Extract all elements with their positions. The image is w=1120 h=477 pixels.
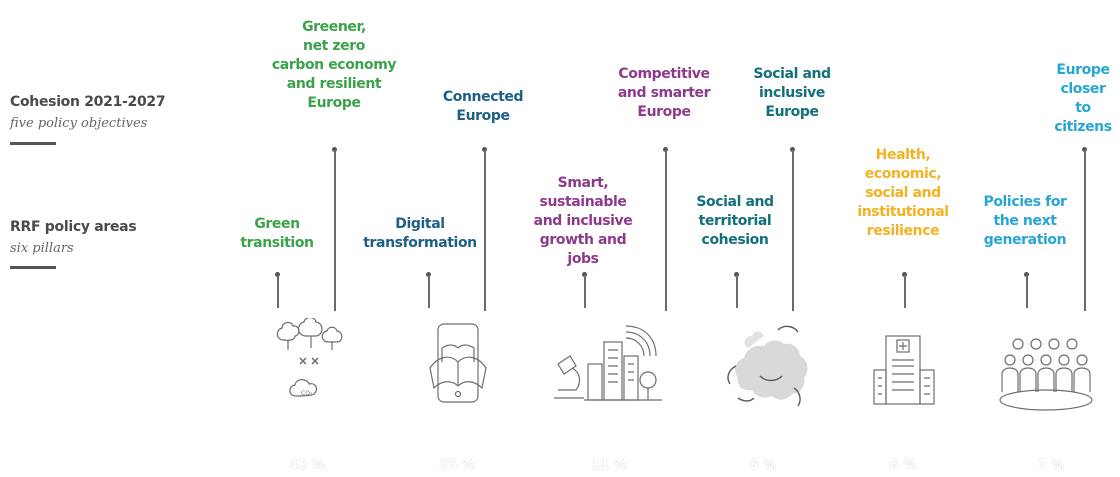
forest-co2-icon: CO₂ bbox=[268, 318, 354, 408]
cohesion-legend-subtitle: five policy objectives bbox=[10, 116, 148, 131]
tablet-book-icon bbox=[424, 318, 494, 408]
pillar-label-digital: Digital transformation bbox=[363, 216, 477, 251]
pillar-marker-social-territorial bbox=[734, 272, 739, 277]
pillar-marker-health bbox=[902, 272, 907, 277]
hospital-icon bbox=[872, 330, 936, 410]
objective-stem-competitive bbox=[665, 150, 667, 311]
cohesion-legend-bar bbox=[10, 142, 56, 145]
objective-marker-greener bbox=[332, 147, 337, 152]
pillar-label-smart: Smart, sustainable and inclusive growth … bbox=[533, 175, 633, 267]
svg-text:CO₂: CO₂ bbox=[301, 390, 313, 397]
cohesion-legend-title: Cohesion 2021-2027 bbox=[10, 94, 166, 110]
pillar-stem-smart bbox=[584, 275, 586, 308]
pillar-stem-health bbox=[904, 275, 906, 308]
pillar-marker-next-generation bbox=[1024, 272, 1029, 277]
rrf-legend-subtitle: six pillars bbox=[10, 241, 74, 256]
rrf-legend-bar bbox=[10, 266, 56, 269]
objective-marker-connected bbox=[482, 147, 487, 152]
pillar-stem-social-territorial bbox=[736, 275, 738, 308]
pillar-share-next-generation: 7 % bbox=[1037, 458, 1065, 473]
pillar-stem-digital bbox=[428, 275, 430, 308]
pillar-label-next-generation: Policies for the next generation bbox=[983, 194, 1067, 248]
pillar-share-green: 42 % bbox=[289, 458, 325, 473]
objective-marker-social-inclusive bbox=[790, 147, 795, 152]
pillar-marker-smart bbox=[582, 272, 587, 277]
pillar-label-green: Green transition bbox=[240, 216, 314, 251]
objective-label-connected: Connected Europe bbox=[442, 89, 524, 124]
objective-label-citizens: Europe closer to citizens bbox=[1054, 62, 1112, 135]
europe-map-icon bbox=[708, 318, 828, 410]
objective-marker-competitive bbox=[663, 147, 668, 152]
pillar-marker-green bbox=[275, 272, 280, 277]
pillar-share-health: 6 % bbox=[889, 458, 917, 473]
pillar-stem-next-generation bbox=[1026, 275, 1028, 308]
pillar-label-health: Health, economic, social and institution… bbox=[857, 147, 949, 239]
pillar-share-smart: 11 % bbox=[591, 458, 627, 473]
objective-stem-social-inclusive bbox=[792, 150, 794, 311]
people-group-icon bbox=[996, 330, 1096, 414]
objective-stem-citizens bbox=[1084, 150, 1086, 311]
objective-label-social-inclusive: Social and inclusive Europe bbox=[753, 66, 831, 120]
pillar-stem-green bbox=[277, 275, 279, 308]
objective-marker-citizens bbox=[1082, 147, 1087, 152]
microscope-city-icon bbox=[548, 318, 668, 408]
pillar-share-social-territorial: 8 % bbox=[749, 458, 777, 473]
objective-stem-greener bbox=[334, 150, 336, 311]
pillar-marker-digital bbox=[426, 272, 431, 277]
objective-label-greener: Greener, net zero carbon economy and res… bbox=[271, 19, 397, 111]
rrf-legend-title: RRF policy areas bbox=[10, 219, 137, 235]
objective-stem-connected bbox=[484, 150, 486, 311]
pillar-label-social-territorial: Social and territorial cohesion bbox=[696, 194, 774, 248]
pillar-share-digital: 25 % bbox=[439, 458, 475, 473]
objective-label-competitive: Competitive and smarter Europe bbox=[617, 66, 711, 120]
